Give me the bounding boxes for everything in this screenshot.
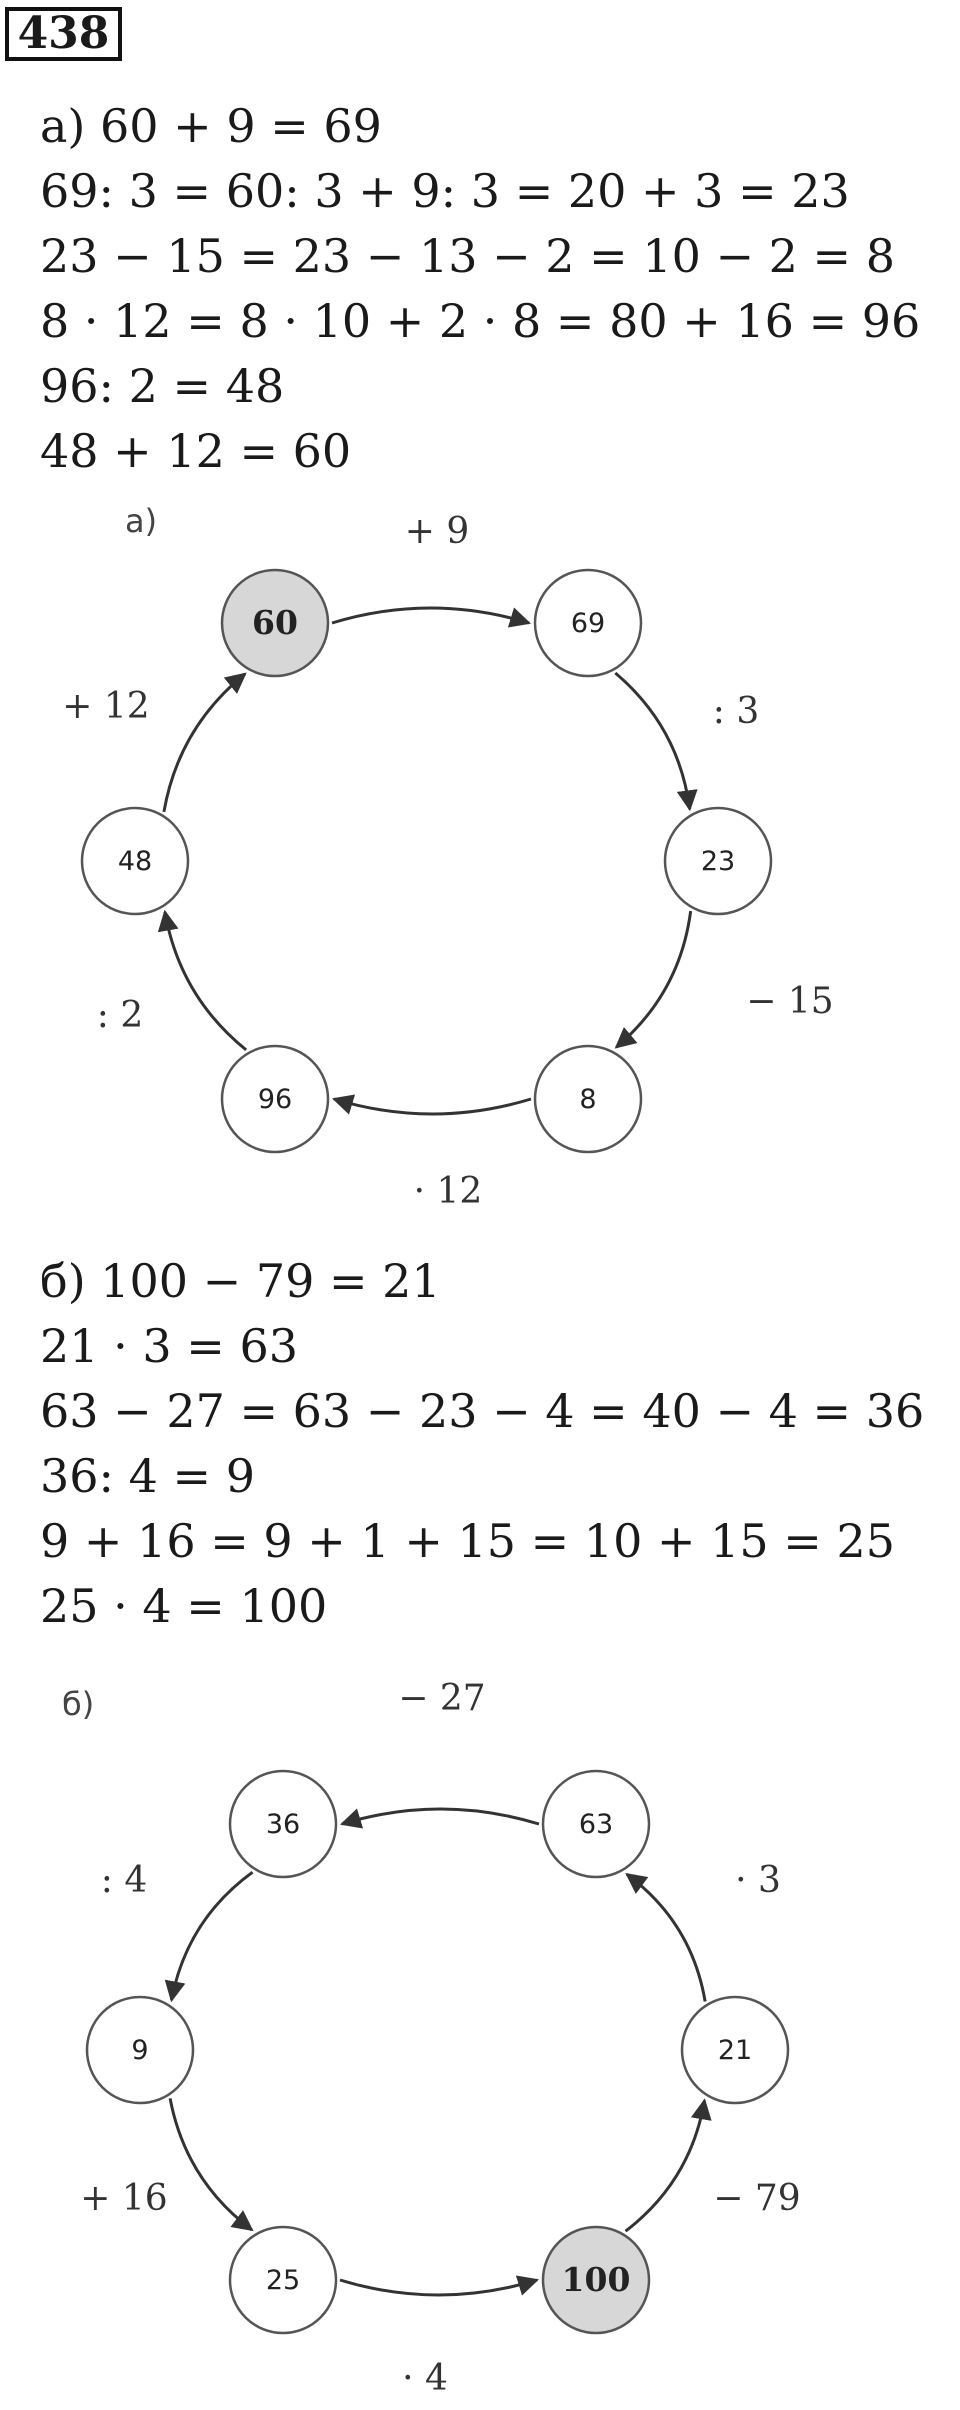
part-a-solution-lines: а) 60 + 9 = 69 69: 3 = 60: 3 + 9: 3 = 20… (40, 94, 920, 484)
cycle-arrow (624, 2098, 712, 2233)
node-circle (85, 1995, 195, 2105)
part-b-solution-lines: б) 100 − 79 = 21 21 · 3 = 63 63 − 27 = 6… (40, 1249, 924, 1639)
part-a-line: 69: 3 = 60: 3 + 9: 3 = 20 + 3 = 23 (40, 164, 850, 218)
cycle-arrow (331, 1094, 532, 1116)
node-value: 69 (571, 608, 605, 639)
node-circle (541, 1769, 651, 1879)
part-b-line: 36: 4 = 9 (40, 1449, 255, 1503)
problem-number: 438 (5, 7, 122, 61)
cycle-arrow (339, 1807, 540, 1829)
part-a-line: 96: 2 = 48 (40, 359, 285, 413)
cycle-arrow (614, 671, 698, 812)
cycle-arrow (614, 910, 693, 1049)
part-b-line: 9 + 16 = 9 + 1 + 15 = 10 + 15 = 25 (40, 1514, 895, 1568)
cycle-arrow (331, 606, 532, 628)
operation-label: − 79 (713, 2178, 800, 2219)
cycle-arrow (339, 2275, 540, 2297)
part-a-line: 23 − 15 = 23 − 13 − 2 = 10 − 2 = 8 (40, 229, 895, 283)
operation-label: : 3 (713, 691, 759, 732)
part-a-line: а) 60 + 9 = 69 (40, 99, 382, 153)
part-b-line: 25 · 4 = 100 (40, 1579, 328, 1633)
node-value: 36 (266, 1809, 300, 1840)
start-node-circle (220, 568, 330, 678)
node-circle (228, 2225, 338, 2335)
node-value: 21 (718, 2035, 752, 2066)
start-node-circle (541, 2225, 651, 2335)
operation-label: · 12 (414, 1171, 483, 1212)
node-value: 48 (118, 846, 152, 877)
node-value: 25 (266, 2265, 300, 2296)
cycle-arrow (168, 2098, 254, 2232)
part-a-line: 8 · 12 = 8 · 10 + 2 · 8 = 80 + 16 = 96 (40, 294, 921, 348)
operation-label: · 3 (735, 1860, 781, 1901)
operation-label: : 4 (101, 1860, 147, 1901)
part-a-cycle-diagram: а) 60 69 23 8 96 48 + 9 : 3 − 15 · 12 : 2 + 12 (62, 502, 833, 1212)
node-value: 63 (579, 1809, 613, 1840)
node-value: 60 (252, 603, 298, 642)
operation-label: − 27 (398, 1678, 485, 1719)
part-a-line: 48 + 12 = 60 (40, 424, 352, 478)
node-value: 9 (131, 2035, 148, 2066)
operation-label: : 2 (97, 995, 143, 1036)
node-value: 8 (579, 1084, 596, 1115)
node-circle (533, 1044, 643, 1154)
part-b-cycle-diagram: б) 100 21 63 36 9 25 − 79 · 3 − 27 : 4 + 16 · 4 (62, 1678, 801, 2399)
part-b-line: 63 − 27 = 63 − 23 − 4 = 40 − 4 = 36 (40, 1384, 925, 1438)
node-circle (533, 568, 643, 678)
node-value: 96 (258, 1084, 292, 1115)
cycle-arrow (157, 909, 248, 1052)
operation-label: + 16 (80, 2178, 167, 2219)
operation-label: − 15 (746, 981, 833, 1022)
operation-label: · 4 (402, 2358, 448, 2399)
node-circle (228, 1769, 338, 1879)
cycle-arrow (162, 672, 247, 813)
operation-label: + 12 (62, 686, 149, 727)
node-circle (663, 806, 773, 916)
node-circle (80, 806, 190, 916)
part-b-line: б) 100 − 79 = 21 (40, 1254, 441, 1308)
node-circle (680, 1995, 790, 2105)
part-b-diagram-label: б) (62, 1685, 94, 1723)
node-value: 100 (562, 2260, 631, 2299)
node-circle (220, 1044, 330, 1154)
cycle-arrow (164, 1870, 254, 2003)
part-a-diagram-label: а) (125, 502, 157, 540)
operation-label: + 9 (405, 511, 470, 552)
part-b-line: 21 · 3 = 63 (40, 1319, 298, 1373)
node-value: 23 (701, 846, 735, 877)
cycle-arrow (625, 1873, 707, 2002)
